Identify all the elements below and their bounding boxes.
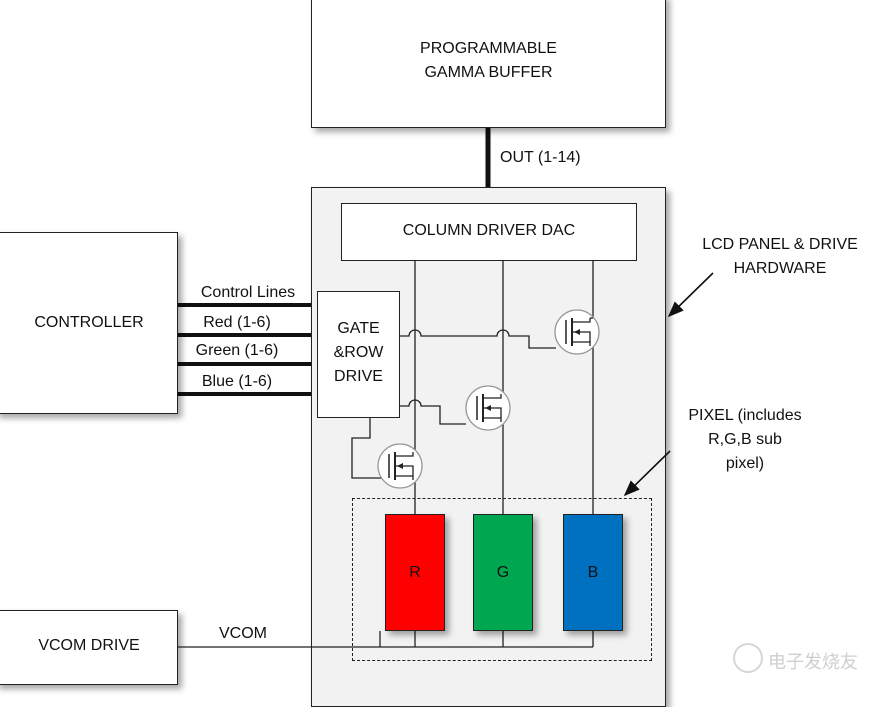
vcom-drive-label: VCOM DRIVE	[38, 637, 140, 654]
column-driver-dac-label: COLUMN DRIVER DAC	[402, 222, 576, 239]
gamma-buffer-line1: PROGRAMMABLE	[420, 40, 557, 57]
subpixel-green: G	[473, 514, 533, 631]
gate-drive-line2: &ROW	[333, 344, 384, 361]
watermark-logo-icon	[733, 643, 763, 673]
column-driver-dac-box	[341, 203, 637, 261]
pixel-callout-arrow	[623, 450, 671, 497]
lcd-callout-line2: HARDWARE	[733, 260, 827, 277]
signal-control-lines: Control Lines	[200, 284, 296, 301]
controller-box	[0, 232, 178, 414]
signal-red: Red (1-6)	[203, 314, 271, 331]
pixel-group-outline	[352, 498, 652, 661]
gamma-buffer-box	[311, 0, 666, 128]
lcd-callout-line1: LCD PANEL & DRIVE	[702, 236, 858, 253]
vcom-drive-box	[0, 610, 178, 685]
gamma-buffer-line2: GAMMA BUFFER	[424, 64, 553, 81]
subpixel-blue: B	[563, 514, 623, 631]
pixel-callout-line1: PIXEL (includes	[688, 407, 802, 424]
controller-label: CONTROLLER	[34, 314, 144, 331]
gate-row-drive-box	[317, 291, 400, 418]
watermark-text: 电子发烧友	[768, 652, 858, 673]
pixel-callout-line2: R,G,B sub	[708, 431, 782, 448]
gate-drive-line3: DRIVE	[334, 368, 383, 385]
signal-blue: Blue (1-6)	[201, 373, 273, 390]
subpixel-red: R	[385, 514, 445, 631]
signal-green: Green (1-6)	[195, 342, 279, 359]
vcom-label: VCOM	[219, 625, 267, 642]
out-label: OUT (1-14)	[500, 149, 581, 166]
gate-drive-line1: GATE	[337, 320, 380, 337]
lcd-callout-arrow	[667, 272, 714, 318]
pixel-callout-line3: pixel)	[725, 455, 765, 472]
